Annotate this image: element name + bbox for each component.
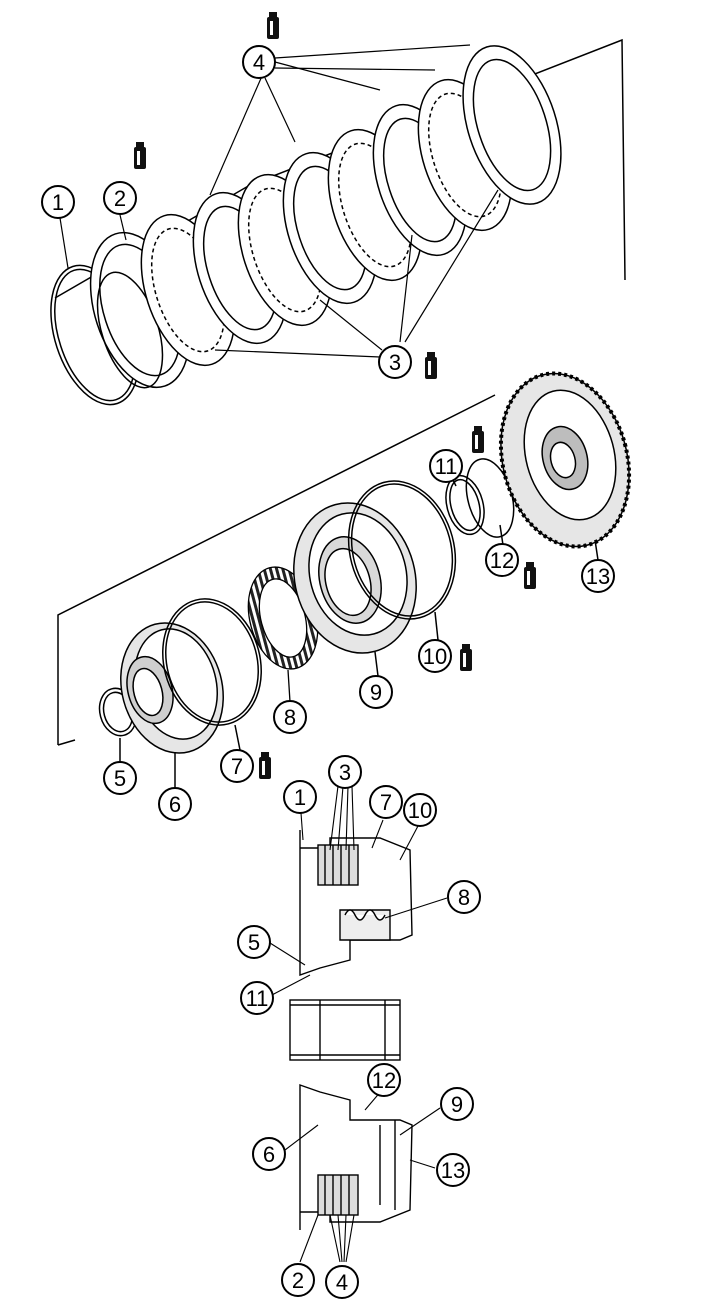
section-callout-2: 2	[281, 1263, 315, 1297]
oil-bottle-icon	[425, 352, 437, 379]
section-callout-11: 11	[240, 981, 274, 1015]
svg-text:2: 2	[292, 1268, 304, 1293]
section-callout-10: 10	[403, 793, 437, 827]
svg-text:10: 10	[423, 644, 447, 669]
lower-panel-outline	[57, 394, 496, 746]
svg-text:8: 8	[284, 705, 296, 730]
section-callout-8: 8	[447, 880, 481, 914]
exploded-callouts: 1 2 4 3 11 12 13 10 9 8 7 5 6	[41, 45, 615, 821]
section-callouts: 1 3 7 10 8 5 11 12 9 6 13 2 4	[237, 755, 481, 1299]
svg-text:6: 6	[169, 792, 181, 817]
clutch-plate-stack	[89, 45, 562, 389]
svg-text:13: 13	[441, 1158, 465, 1183]
svg-text:5: 5	[248, 930, 260, 955]
callout-12: 12	[485, 543, 519, 577]
svg-text:10: 10	[408, 798, 432, 823]
section-callout-6: 6	[252, 1137, 286, 1171]
callout-2: 2	[103, 181, 137, 215]
svg-text:4: 4	[336, 1270, 348, 1295]
svg-text:11: 11	[246, 986, 269, 1011]
callout-6: 6	[158, 787, 192, 821]
section-callout-1: 1	[283, 780, 317, 814]
svg-text:6: 6	[263, 1142, 275, 1167]
oil-bottle-icon	[460, 644, 472, 671]
oil-bottle-icon	[267, 12, 279, 39]
svg-text:3: 3	[389, 350, 401, 375]
svg-text:5: 5	[114, 766, 126, 791]
seal-10	[347, 480, 457, 641]
section-callout-12: 12	[367, 1063, 401, 1097]
leader-lines-1-2	[59, 214, 127, 269]
retainer-6	[120, 622, 224, 788]
section-leader-lines	[269, 785, 448, 1263]
leader-lines-3	[214, 189, 499, 358]
callout-11: 11	[429, 449, 463, 483]
oil-bottle-icon	[134, 142, 146, 169]
callout-9: 9	[359, 675, 393, 709]
svg-text:12: 12	[490, 548, 514, 573]
oil-bottle-icon	[524, 562, 536, 589]
svg-text:13: 13	[586, 564, 610, 589]
section-callout-13: 13	[436, 1153, 470, 1187]
svg-text:1: 1	[294, 785, 306, 810]
section-callout-9: 9	[440, 1087, 474, 1121]
svg-text:9: 9	[370, 680, 382, 705]
section-callout-4: 4	[325, 1265, 359, 1299]
section-callout-5: 5	[237, 925, 271, 959]
svg-text:4: 4	[253, 50, 265, 75]
callout-13: 13	[581, 559, 615, 593]
callout-4: 4	[242, 45, 276, 79]
section-callout-3: 3	[328, 755, 362, 789]
svg-text:9: 9	[451, 1092, 463, 1117]
svg-text:11: 11	[435, 454, 458, 479]
svg-text:3: 3	[339, 760, 351, 785]
oil-bottle-icon	[472, 426, 484, 453]
seal-7	[162, 598, 262, 751]
svg-text:1: 1	[52, 190, 64, 215]
oil-bottle-icon	[259, 752, 271, 779]
clutch-drum-13	[498, 371, 632, 561]
svg-text:7: 7	[231, 754, 243, 779]
callout-3: 3	[378, 345, 412, 379]
svg-text:7: 7	[380, 790, 392, 815]
svg-text:2: 2	[114, 186, 126, 211]
leader-lines-4	[209, 44, 471, 196]
callout-10: 10	[418, 639, 452, 673]
callout-1: 1	[41, 185, 75, 219]
callout-7: 7	[220, 749, 254, 783]
svg-text:8: 8	[458, 885, 470, 910]
callout-5: 5	[103, 761, 137, 795]
callout-8: 8	[273, 700, 307, 734]
cross-section-view	[289, 830, 413, 1230]
section-callout-7: 7	[369, 785, 403, 819]
svg-text:12: 12	[372, 1068, 396, 1093]
